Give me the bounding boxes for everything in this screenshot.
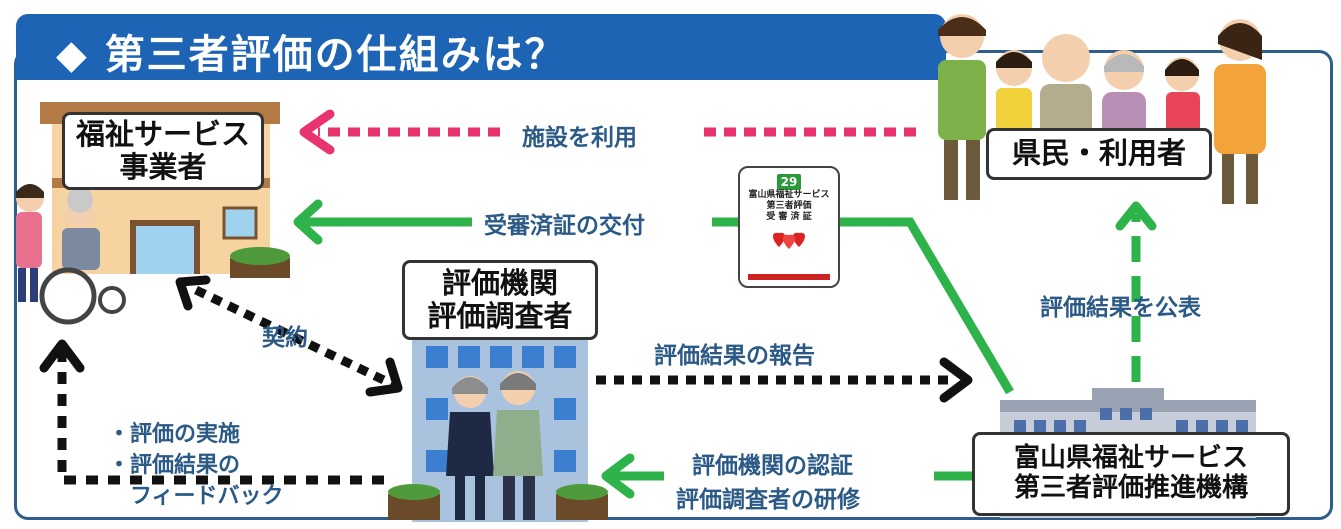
certificate-badge: 29 富山県福祉サービス 第三者評価 受 審 済 証 [738,166,840,288]
title-banner: ◆ 第三者評価の仕組みは？ [16,14,946,80]
accreditation-arrow [601,453,978,499]
provider-label-line-1: 福祉サービス [75,116,250,151]
report-results-label: 評価結果の報告 [654,343,815,369]
issue-certificate-arrow [293,199,1014,395]
promotion-org-line-2: 第三者評価推進機構 [1013,473,1248,503]
certificate-line-3: 受 審 済 証 [766,211,812,222]
use-facility-label: 施設を利用 [522,125,637,151]
evaluator-label: 評価機関 評価調査者 [402,260,598,340]
contract-arrow [175,275,403,397]
contract-label: 契約 [262,325,308,351]
publish-results-arrow [1115,201,1157,382]
certificate-footer-bar [748,274,830,280]
feedback-line-1: ・評価の実施 [108,422,241,447]
promotion-org-line-1: 富山県福祉サービス [1013,443,1248,474]
residents-figures [938,14,1266,204]
evaluator-label-line-2: 評価調査者 [427,299,573,333]
publish-results-label: 評価結果を公表 [1040,295,1201,321]
report-results-arrow [596,357,973,403]
evaluator-label-line-1: 評価機関 [441,265,558,300]
residents-label: 県民・利用者 [986,128,1212,180]
residents-label-text: 県民・利用者 [1011,136,1186,171]
wheelchair-figure [39,187,126,325]
accreditation-label-1: 評価機関の認証 [692,453,853,479]
use-facility-arrow [299,109,916,155]
issue-certificate-label: 受審済証の交付 [484,213,645,239]
certificate-number: 29 [776,174,802,191]
certificate-line-2: 第三者評価 [766,201,812,212]
certificate-line-1: 富山県福祉サービス [748,190,830,201]
feedback-arrow [39,339,384,485]
evaluator-figures [446,371,543,520]
provider-label: 福祉サービス 事業者 [62,112,264,190]
page-title: ◆ 第三者評価の仕組みは？ [56,32,567,78]
accreditation-label-2: 評価調査者の研修 [676,487,860,513]
feedback-line-2: ・評価結果の [108,452,241,478]
caregiver-figure [16,184,44,302]
promotion-org-label: 富山県福祉サービス 第三者評価推進機構 [972,432,1290,516]
feedback-line-3: フィードバック [108,483,284,509]
feedback-label: ・評価の実施 ・評価結果の フィードバック [108,420,284,512]
provider-label-line-2: 事業者 [119,150,207,184]
certificate-hearts-icon [773,232,805,249]
